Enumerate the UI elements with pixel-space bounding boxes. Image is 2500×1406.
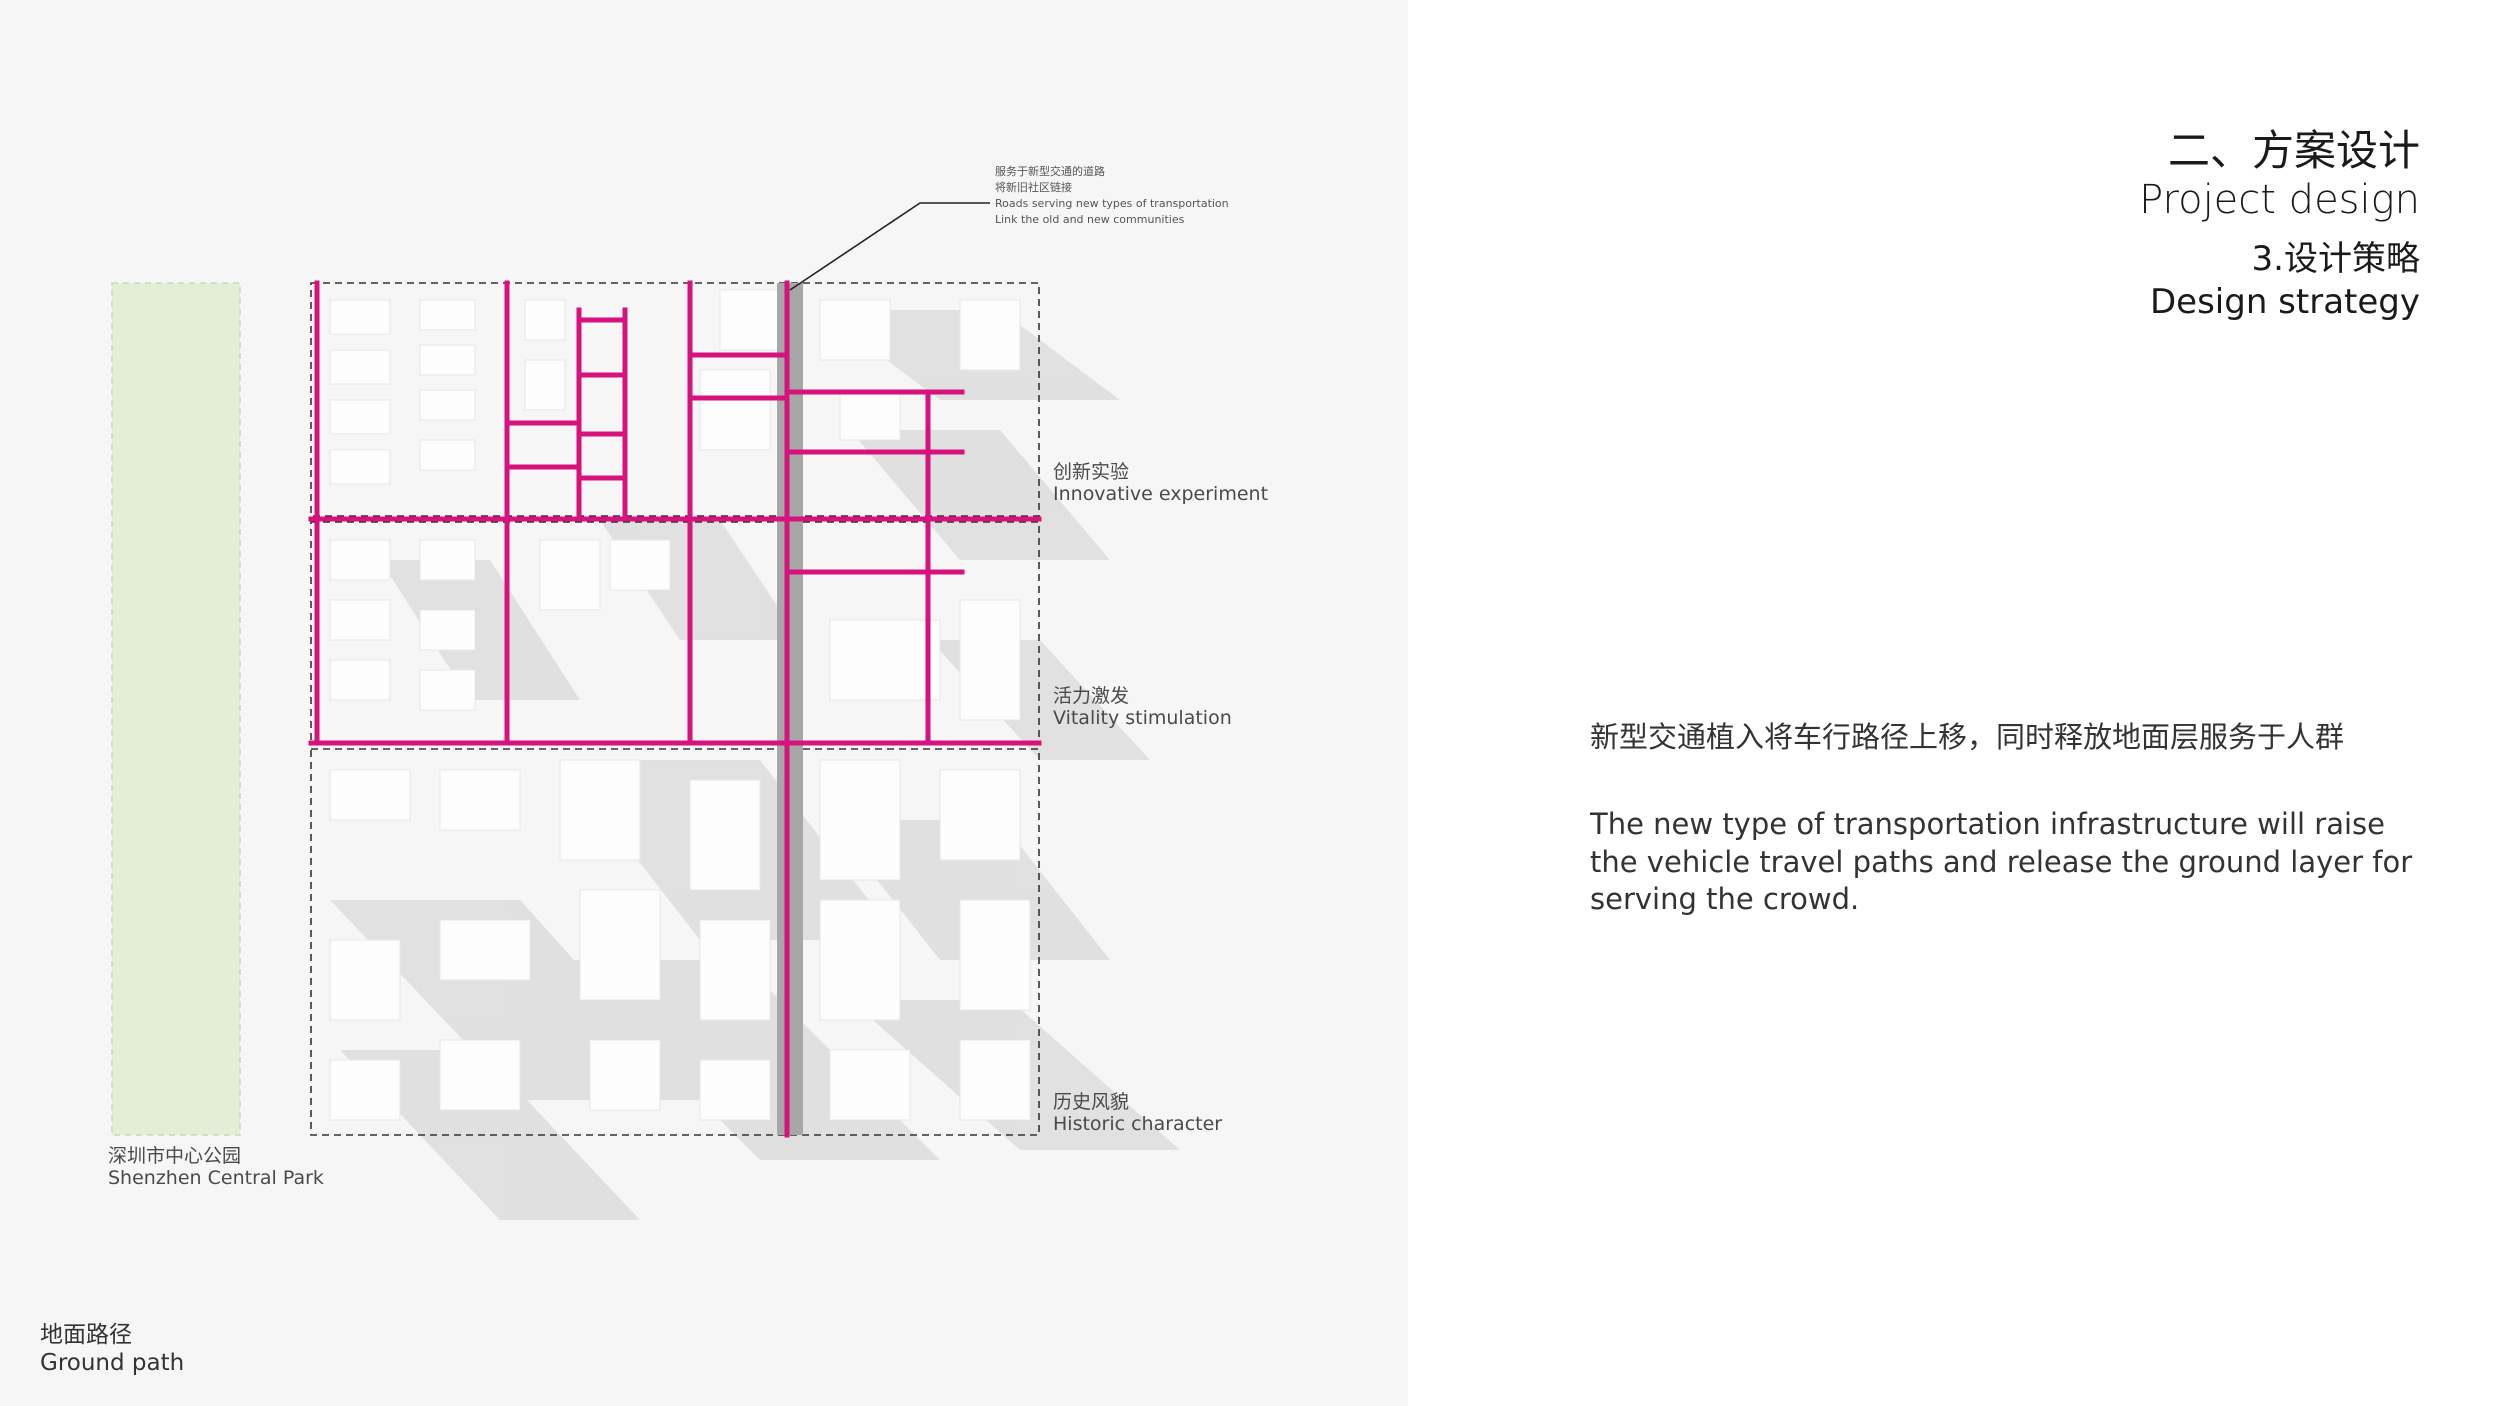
zone-label-historic: 历史风貌 Historic character bbox=[1053, 1091, 1223, 1135]
central-park-area bbox=[111, 282, 241, 1136]
ground-road-network bbox=[308, 280, 1042, 1138]
building-blocks bbox=[329, 289, 1031, 1121]
subsection-title-en: Design strategy bbox=[2149, 281, 2420, 322]
zone-label-vitality: 活力激发 Vitality stimulation bbox=[1053, 685, 1232, 729]
callout-line-4: Link the old and new communities bbox=[995, 212, 1185, 226]
description-cn: 新型交通植入将车行路径上移，同时释放地面层服务于人群 bbox=[1590, 720, 2345, 754]
subsection-title-cn: 3.设计策略 bbox=[2251, 239, 2420, 280]
text-panel bbox=[1408, 0, 2500, 1406]
park-label: 深圳市中心公园 Shenzhen Central Park bbox=[108, 1145, 324, 1189]
section-title-cn: 二、方案设计 bbox=[2167, 126, 2420, 175]
road-callout: 服务于新型交通的道路 将新旧社区链接 Roads serving new typ… bbox=[995, 164, 1229, 228]
description-en: The new type of transportation infrastru… bbox=[1590, 807, 2413, 917]
zone-frame-historic bbox=[310, 748, 1040, 1136]
callout-line-3: Roads serving new types of transportatio… bbox=[995, 196, 1229, 210]
section-title-en: Project design bbox=[2139, 177, 2420, 224]
callout-line-1: 服务于新型交通的道路 bbox=[995, 165, 1105, 178]
zone-label-innovative: 创新实验 Innovative experiment bbox=[1053, 461, 1269, 505]
zone-frame-innovative bbox=[310, 282, 1040, 517]
callout-leader bbox=[789, 202, 990, 291]
callout-line-2: 将新旧社区链接 bbox=[995, 180, 1072, 194]
ground-path-diagram bbox=[111, 202, 1180, 1220]
section-heading: 二、方案设计 Project design 3.设计策略 Design stra… bbox=[2139, 126, 2420, 323]
ground-path-label: 地面路径 Ground path bbox=[40, 1322, 185, 1376]
elevated-road bbox=[777, 283, 803, 1135]
